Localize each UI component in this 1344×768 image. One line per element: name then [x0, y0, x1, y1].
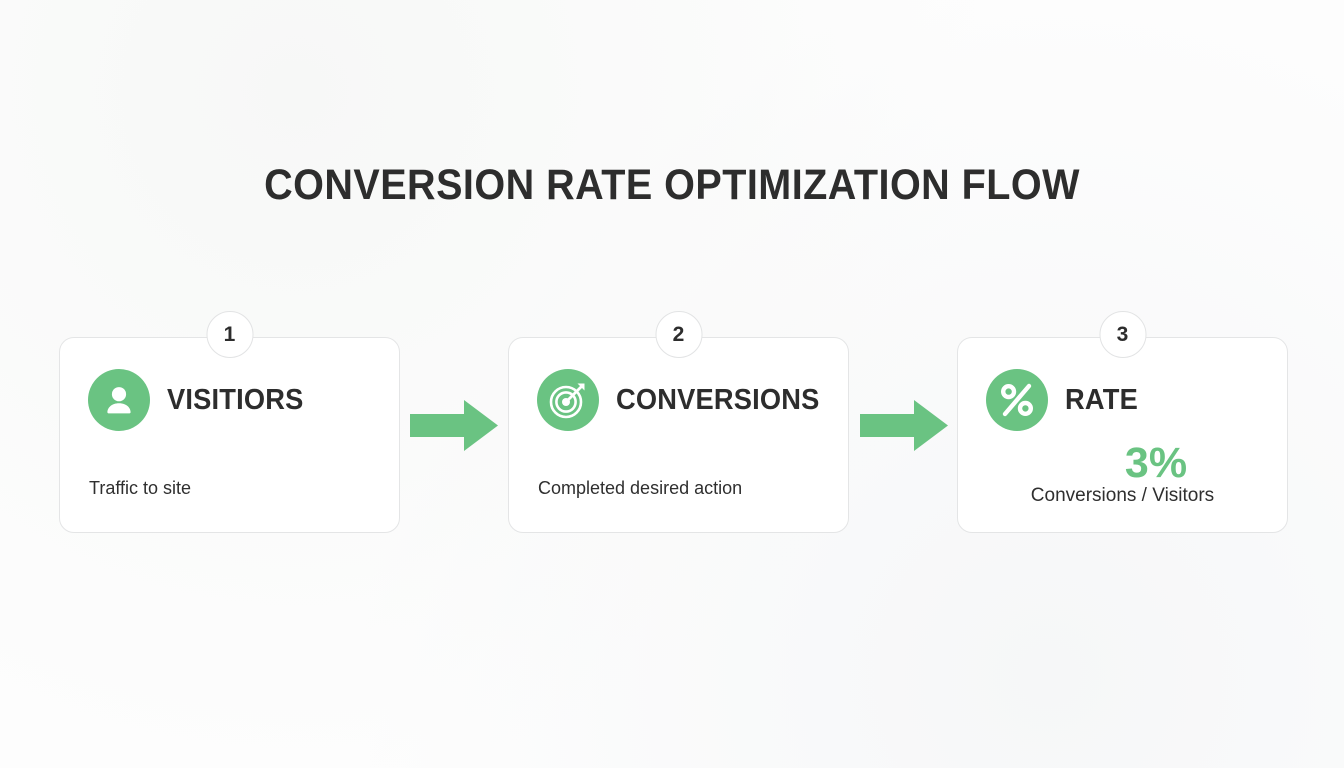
step-number-badge-3: 3 — [1099, 311, 1146, 358]
step-number-badge-2: 2 — [655, 311, 702, 358]
step-number-label: 1 — [223, 322, 236, 346]
card-title-1: VISITIORS — [167, 383, 304, 416]
user-icon — [88, 369, 150, 431]
card-header-3: RATE — [986, 369, 1143, 431]
step-number-label: 2 — [672, 322, 685, 346]
flow-step-card-1[interactable]: 1 VISITIORS Traffic to site — [59, 311, 400, 533]
card-caption-3: Conversions / Visitors — [1030, 485, 1215, 506]
percent-icon — [986, 369, 1048, 431]
step-number-badge-1: 1 — [206, 311, 253, 358]
flow-step-card-2[interactable]: 2 CONVERSIONS Completed desired action — [508, 311, 849, 533]
arrow-right-icon — [410, 400, 498, 451]
card-title-2: CONVERSIONS — [616, 383, 820, 416]
card-header-1: VISITIORS — [88, 369, 312, 431]
card-header-2: CONVERSIONS — [537, 369, 833, 431]
page-title: CONVERSION RATE OPTIMIZATION FLOW — [264, 161, 1080, 209]
card-title-3: RATE — [1065, 383, 1138, 416]
arrow-right-icon — [860, 400, 948, 451]
card-caption-2: Completed desired action — [538, 478, 743, 498]
step-number-label: 3 — [1116, 322, 1129, 346]
rate-value: 3% — [1124, 439, 1188, 487]
card-caption-1: Traffic to site — [89, 478, 192, 498]
target-icon — [537, 369, 599, 431]
flow-step-card-3[interactable]: 3 RATE 3% Conversions / Visitors — [957, 311, 1288, 533]
